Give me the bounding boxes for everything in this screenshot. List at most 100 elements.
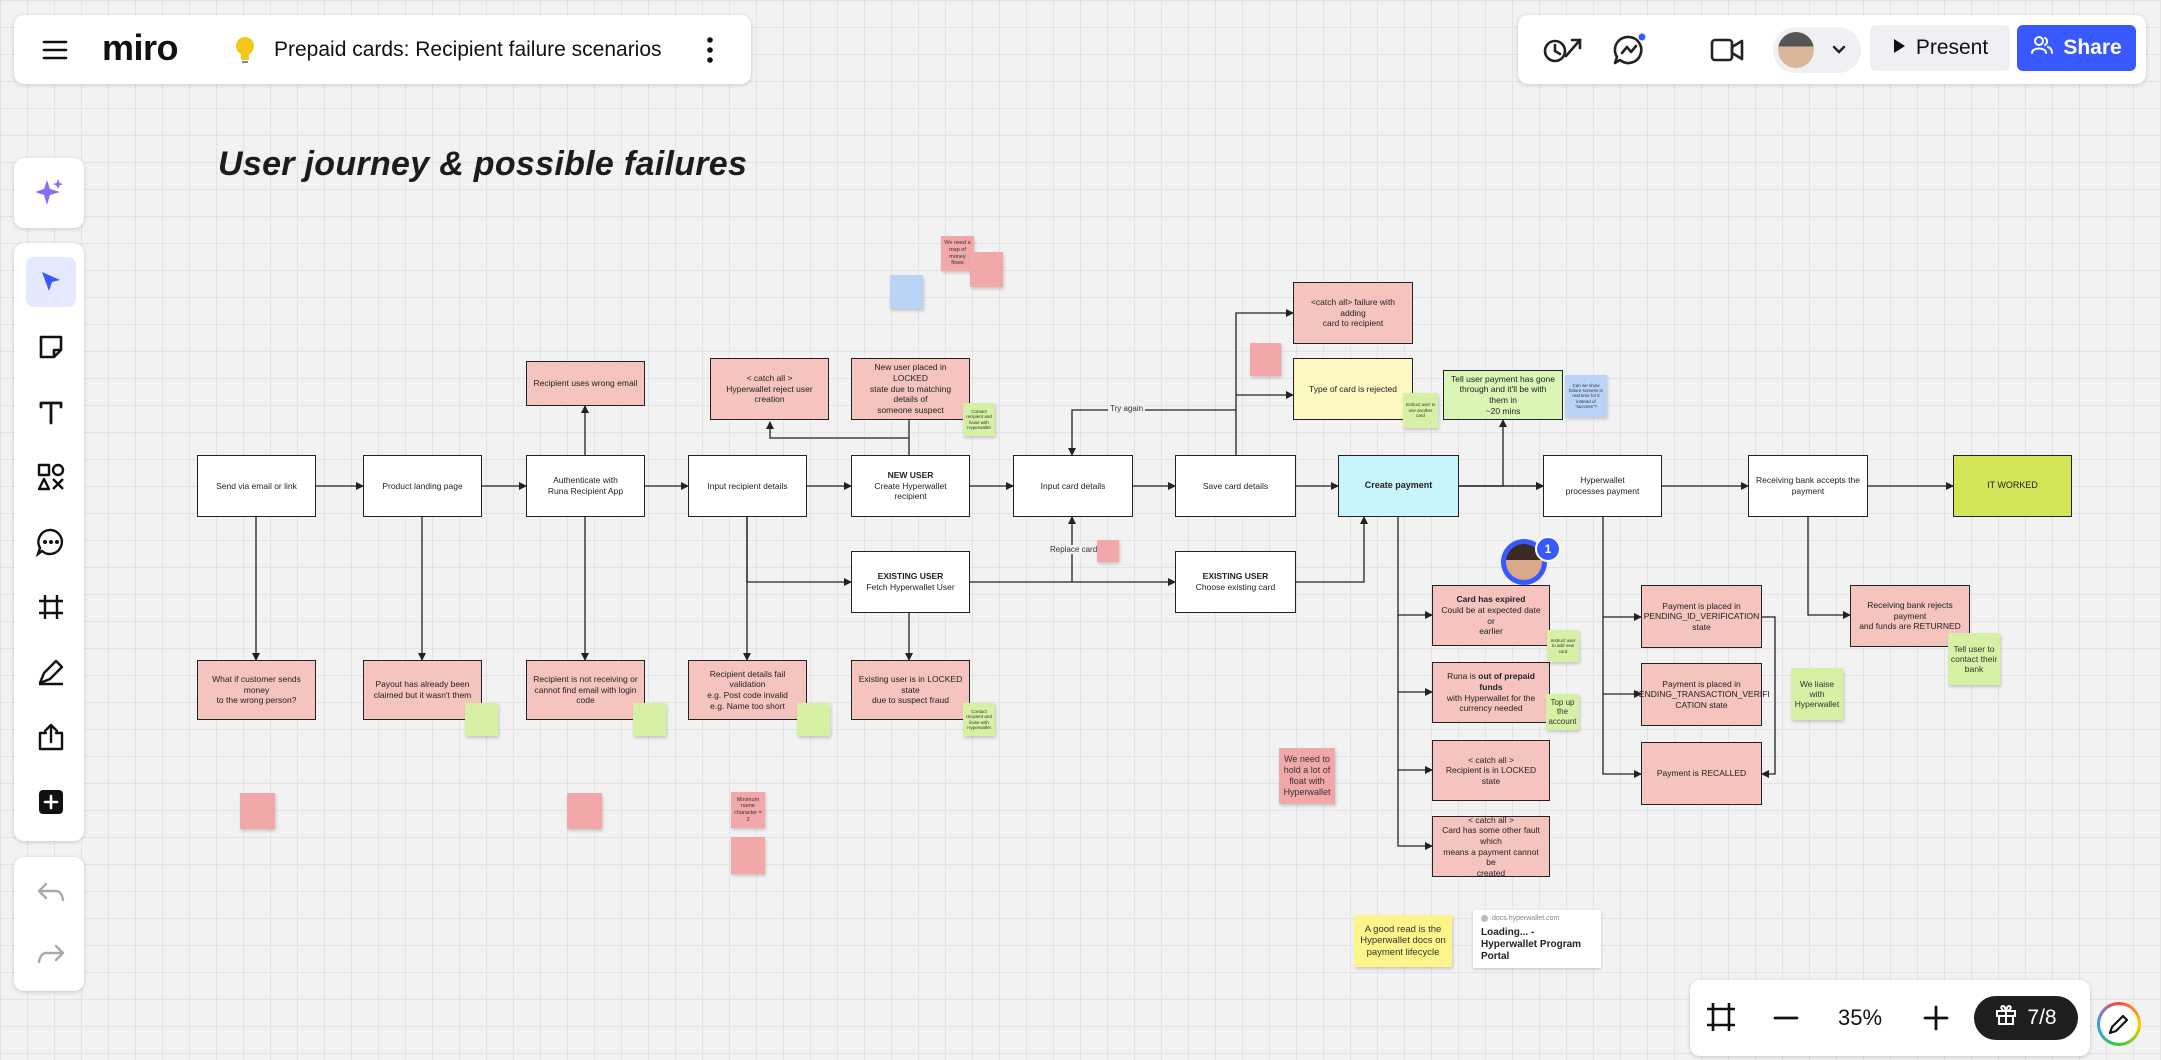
sticky-tiny[interactable]: [731, 837, 765, 874]
undo-icon[interactable]: [26, 867, 76, 917]
board-name[interactable]: Prepaid cards: Recipient failure scenari…: [274, 38, 662, 61]
sticky-liaise[interactable]: We liaise with Hyperwallet: [1791, 668, 1843, 720]
frame-icon[interactable]: [26, 582, 76, 632]
sticky-money-flows[interactable]: We need a map of money flows: [941, 236, 974, 271]
shapes-icon[interactable]: [26, 452, 76, 502]
gift-icon: [1995, 1004, 2017, 1032]
text-tool-icon[interactable]: [26, 387, 76, 437]
edge-label-try-again: Try again: [1108, 404, 1146, 413]
sticky-top-up[interactable]: Top up the account: [1546, 694, 1579, 730]
fit-frame-icon[interactable]: [1704, 1000, 1738, 1039]
sticky-tell-bank[interactable]: Tell user to contact their bank: [1948, 633, 2000, 685]
ai-tool-panel: [14, 158, 84, 228]
sticky-float[interactable]: We need to hold a lot of float with Hype…: [1279, 748, 1335, 804]
sticky-good-read[interactable]: A good read is the Hyperwallet docs on p…: [1354, 915, 1452, 967]
menu-icon[interactable]: [42, 39, 68, 61]
chat-icon[interactable]: [1612, 33, 1646, 72]
pages-button[interactable]: 7/8: [1974, 996, 2078, 1040]
link-domain: docs.hyperwallet.com: [1492, 915, 1560, 922]
collaborator-avatar[interactable]: 1: [1501, 536, 1561, 585]
redo-icon[interactable]: [26, 929, 76, 979]
user-avatar-button[interactable]: [1773, 27, 1861, 73]
sticky-tiny[interactable]: [970, 252, 1003, 287]
miro-logo[interactable]: miro: [102, 27, 179, 68]
sticky-note-icon[interactable]: [26, 322, 76, 372]
left-toolbar: [14, 243, 84, 841]
select-tool[interactable]: [26, 257, 76, 307]
sticky-new-card[interactable]: Instruct user to add new card: [1547, 630, 1579, 662]
board-header: miro Prepaid cards: Recipient failure sc…: [14, 15, 751, 84]
node-recipient-locked[interactable]: < catch all >Recipient is in LOCKED stat…: [1432, 740, 1550, 801]
node-save-card[interactable]: Save card details: [1175, 455, 1296, 517]
lightbulb-icon: [234, 35, 256, 70]
node-recalled[interactable]: Payment is RECALLED: [1641, 742, 1762, 805]
present-button[interactable]: Present: [1870, 25, 2010, 71]
node-landing[interactable]: Product landing page: [363, 455, 482, 517]
comment-icon[interactable]: [26, 517, 76, 567]
node-send[interactable]: Send via email or link: [197, 455, 316, 517]
board-title: User journey & possible failures: [218, 145, 748, 183]
add-icon[interactable]: [26, 777, 76, 827]
node-create-payment[interactable]: Create payment: [1338, 455, 1459, 517]
edge-label-replace-card: Replace card: [1048, 545, 1100, 554]
sticky-another-card[interactable]: Instruct user to use another card: [1403, 393, 1438, 428]
history-panel: [14, 857, 84, 991]
node-input-card[interactable]: Input card details: [1013, 455, 1133, 517]
reactions-icon[interactable]: [1542, 32, 1586, 71]
link-preview-card[interactable]: docs.hyperwallet.com Loading... - Hyperw…: [1473, 910, 1601, 968]
node-card-fault[interactable]: < catch all >Card has some other fault w…: [1432, 815, 1550, 878]
sticky-contact-1[interactable]: Contact recipient and liaise with Hyperw…: [963, 403, 995, 436]
node-catch-all-create[interactable]: < catch all >Hyperwallet reject user cre…: [710, 358, 829, 420]
color-picker-icon[interactable]: [2097, 1002, 2141, 1046]
sticky-tiny[interactable]: [465, 703, 498, 736]
sticky-tiny[interactable]: [240, 793, 275, 829]
more-options-icon[interactable]: [704, 35, 716, 65]
node-card-rejected[interactable]: Type of card is rejected: [1293, 358, 1413, 420]
users-icon: [2031, 35, 2054, 61]
play-icon: [1892, 36, 1906, 60]
node-it-worked[interactable]: IT WORKED: [1953, 455, 2072, 517]
sticky-contact-2[interactable]: Contact recipient and liaise with Hyperw…: [963, 703, 995, 736]
sticky-failure-screens[interactable]: Can we show failure screens in real time…: [1565, 375, 1607, 417]
zoom-level[interactable]: 35%: [1838, 1005, 1883, 1030]
sticky-min-name[interactable]: Minimum name character = 3: [731, 792, 765, 828]
ai-sparkle-icon[interactable]: [24, 168, 74, 218]
zoom-in-icon[interactable]: [1922, 1004, 1950, 1037]
node-input-recipient[interactable]: Input recipient details: [688, 455, 807, 517]
sticky-tiny[interactable]: [890, 275, 923, 309]
sticky-small-pink[interactable]: [1097, 540, 1119, 562]
share-button[interactable]: Share: [2017, 25, 2136, 71]
sticky-tiny[interactable]: [633, 703, 666, 736]
pen-icon[interactable]: [26, 647, 76, 697]
zoom-out-icon[interactable]: [1772, 1006, 1800, 1035]
sticky-tiny[interactable]: [797, 703, 830, 736]
sticky-tiny[interactable]: [567, 793, 602, 829]
upload-icon[interactable]: [26, 712, 76, 762]
user-avatar: [1778, 32, 1814, 68]
sticky-tiny[interactable]: [1250, 343, 1281, 376]
zoom-panel: 35% 7/8: [1690, 980, 2090, 1056]
chevron-down-icon: [1831, 42, 1847, 63]
avatar-badge: 1: [1535, 536, 1561, 562]
node-wrong-email[interactable]: Recipient uses wrong email: [526, 361, 645, 406]
video-icon[interactable]: [1710, 37, 1744, 68]
